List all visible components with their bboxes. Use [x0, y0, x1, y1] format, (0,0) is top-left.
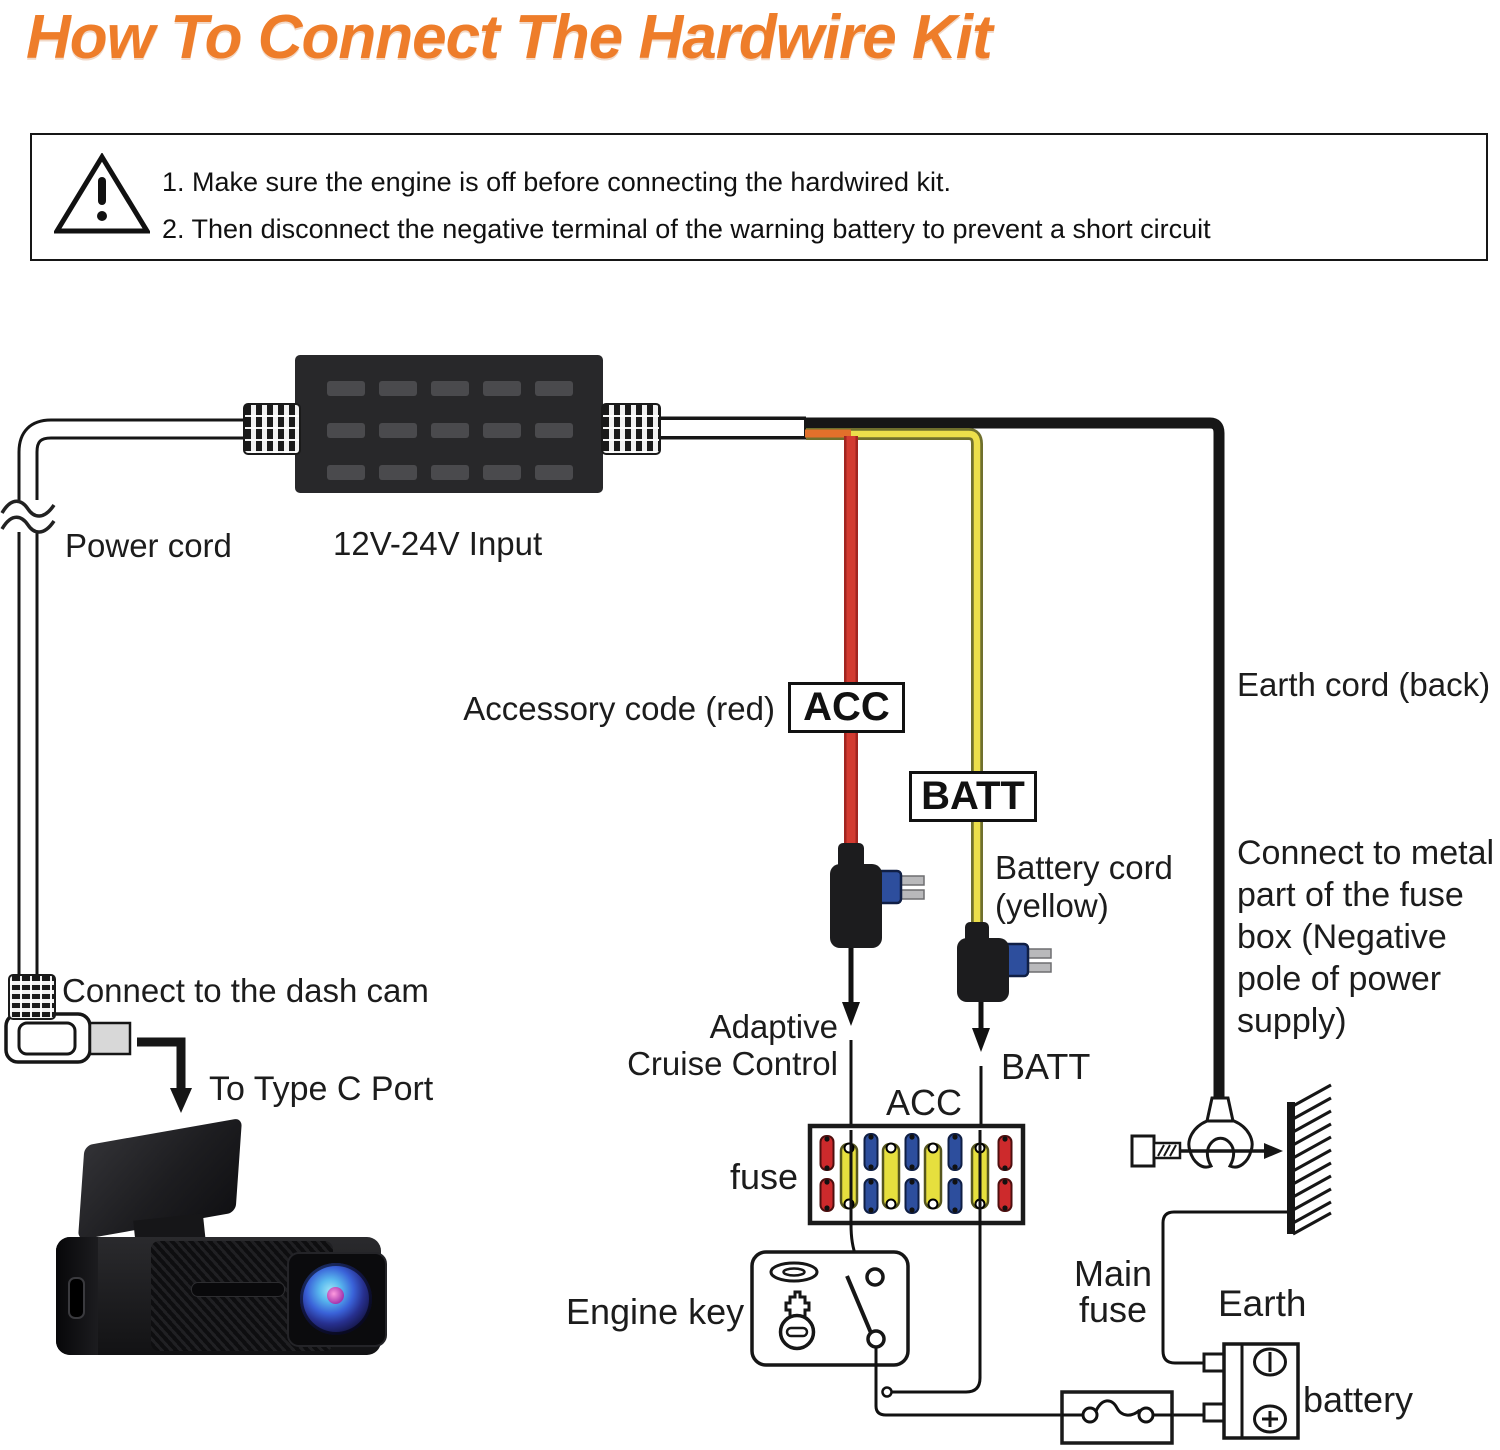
warning-panel: 1. Make sure the engine is off before co…: [30, 133, 1488, 261]
batt-label: BATT: [1001, 1046, 1091, 1087]
battery-cord-label: Battery cord (yellow): [995, 849, 1173, 924]
acc-tag: ACC: [788, 682, 905, 733]
earth-label: Earth: [1218, 1283, 1307, 1324]
earth-cord-wire: [805, 417, 1225, 1098]
vent-slot: [535, 423, 573, 438]
connect-dash-cam-label: Connect to the dash cam: [62, 972, 429, 1009]
dash-cam-vent: [191, 1282, 285, 1297]
vent-slot: [327, 381, 365, 396]
accessory-cord-wire: [805, 429, 858, 847]
type-c-port-label: To Type C Port: [209, 1070, 434, 1108]
power-cord-label: Power cord: [65, 527, 232, 564]
vent-slot: [379, 381, 417, 396]
ground-plate-icon: [1287, 1083, 1332, 1236]
batt-to-switch-wire: [881, 1224, 982, 1398]
battery-label: battery: [1303, 1379, 1414, 1420]
strain-relief-right: [601, 403, 661, 455]
warning-line-2: 2. Then disconnect the negative terminal…: [162, 214, 1211, 244]
engine-key-switch: [750, 1250, 910, 1367]
vent-slot: [431, 423, 469, 438]
camera-lens-icon: [300, 1263, 372, 1335]
fuse-label: fuse: [730, 1156, 799, 1197]
vent-slot: [327, 465, 365, 480]
main-fuse-symbol: [1060, 1390, 1174, 1445]
battery-cord-wire: [806, 428, 983, 929]
adaptive-cruise-label: Adaptive Cruise Control: [627, 1008, 838, 1082]
type-c-arrow: [137, 1037, 192, 1113]
dash-cam-lens-module: [287, 1252, 387, 1347]
vent-slot: [327, 423, 365, 438]
strain-relief-left: [243, 403, 301, 455]
vent-slot: [431, 381, 469, 396]
vent-slot: [483, 423, 521, 438]
vent-slot: [431, 465, 469, 480]
hardwire-kit-box: [295, 355, 603, 493]
vent-slot: [535, 465, 573, 480]
vent-slot: [379, 465, 417, 480]
batt-tag: BATT: [909, 771, 1037, 822]
accessory-code-label: Accessory code (red): [463, 690, 775, 727]
connect-metal-note: Connect to metal part of the fuse box (N…: [1237, 834, 1495, 1040]
warning-line-1: 1. Make sure the engine is off before co…: [162, 167, 951, 197]
vent-slot: [483, 465, 521, 480]
batt-fuse-tap: [957, 922, 1052, 1002]
dash-cam-image: [50, 1117, 395, 1370]
usb-c-port-icon: [68, 1277, 85, 1319]
input-label: 12V-24V Input: [333, 525, 543, 562]
plug-strain-relief: [8, 974, 56, 1020]
ground-clamp: [1130, 1096, 1283, 1169]
vent-slot: [535, 381, 573, 396]
dash-cam-side: [56, 1237, 98, 1355]
lens-core: [327, 1287, 344, 1304]
acc-fuse-tap: [830, 843, 925, 948]
warning-triangle-icon: [54, 153, 150, 234]
power-cord-wire: [0, 418, 246, 974]
earth-cord-label: Earth cord (back): [1237, 666, 1491, 703]
battery-symbol: [1202, 1342, 1300, 1440]
warning-text: 1. Make sure the engine is off before co…: [162, 159, 1211, 253]
dash-cam-plug: [4, 1012, 132, 1064]
page-title: How To Connect The Hardwire Kit: [26, 3, 993, 72]
acc-label: ACC: [886, 1082, 963, 1123]
main-fuse-label: Main fuse: [1073, 1253, 1153, 1330]
fuse-box: [807, 1123, 1026, 1226]
engine-key-label: Engine key: [566, 1291, 745, 1332]
ground-to-battery-wire: [1161, 1210, 1290, 1365]
vent-slot: [483, 381, 521, 396]
vent-slot: [379, 423, 417, 438]
